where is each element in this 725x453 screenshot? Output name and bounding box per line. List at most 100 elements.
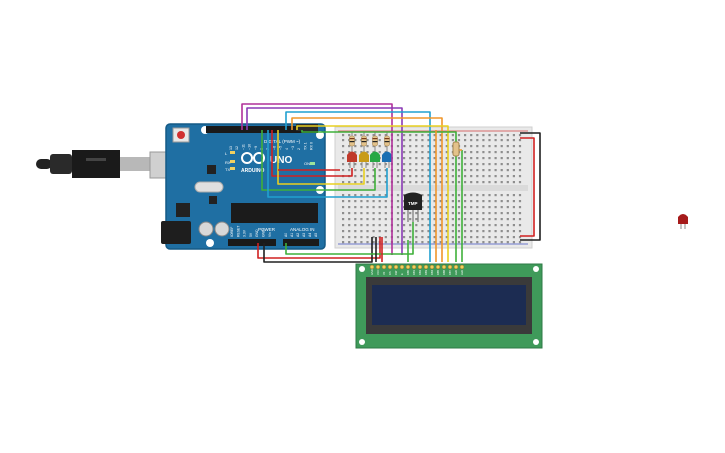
breadboard-hole bbox=[482, 200, 485, 203]
lcd-pin-label: GND bbox=[370, 269, 374, 275]
breadboard-hole bbox=[506, 200, 509, 203]
breadboard-hole bbox=[415, 139, 418, 142]
breadboard-hole bbox=[360, 241, 363, 244]
breadboard-hole bbox=[378, 200, 381, 203]
breadboard-hole bbox=[366, 181, 369, 184]
breadboard-hole bbox=[476, 224, 479, 227]
breadboard-hole bbox=[366, 218, 369, 221]
breadboard-hole bbox=[360, 194, 363, 197]
reset-button[interactable] bbox=[177, 131, 185, 139]
breadboard-hole bbox=[403, 236, 406, 239]
breadboard-hole bbox=[433, 230, 436, 233]
breadboard-hole bbox=[445, 194, 448, 197]
breadboard-hole bbox=[348, 181, 351, 184]
lcd-pin-label: DB7 bbox=[448, 269, 452, 275]
resistor-band bbox=[384, 141, 390, 143]
led[interactable] bbox=[347, 151, 357, 169]
breadboard-hole bbox=[500, 151, 503, 154]
wire-yellow-led bbox=[277, 130, 365, 185]
breadboard-hole bbox=[482, 134, 485, 137]
breadboard-hole bbox=[518, 139, 522, 142]
breadboard-hole bbox=[342, 157, 345, 160]
lcd-pin-label: DB5 bbox=[436, 269, 440, 275]
analog-header bbox=[283, 239, 319, 246]
breadboard-hole bbox=[396, 236, 400, 239]
breadboard-hole bbox=[488, 224, 491, 227]
breadboard-hole bbox=[476, 175, 479, 178]
breadboard-hole bbox=[378, 206, 381, 209]
wire-red-5v bbox=[257, 237, 381, 259]
breadboard-hole bbox=[348, 241, 351, 244]
breadboard[interactable] bbox=[334, 126, 533, 249]
stray-led[interactable] bbox=[678, 214, 688, 229]
breadboard-hole bbox=[409, 181, 412, 184]
lcd-pin-label: DB2 bbox=[418, 269, 422, 275]
led[interactable] bbox=[370, 151, 380, 169]
breadboard-hole bbox=[421, 206, 424, 209]
breadboard-hole bbox=[506, 194, 509, 197]
breadboard-hole bbox=[470, 175, 473, 178]
breadboard-hole bbox=[360, 175, 363, 178]
led[interactable] bbox=[382, 151, 392, 169]
breadboard-hole bbox=[342, 194, 345, 197]
breadboard-hole bbox=[439, 230, 442, 233]
breadboard-hole bbox=[342, 151, 345, 154]
breadboard-hole bbox=[372, 224, 375, 227]
breadboard-hole bbox=[494, 157, 497, 160]
breadboard-hole bbox=[482, 206, 485, 209]
breadboard-hole bbox=[500, 206, 503, 209]
resistor-band bbox=[372, 138, 378, 140]
digital-pin-label: TX 1 bbox=[303, 142, 307, 150]
breadboard-hole bbox=[366, 175, 369, 178]
breadboard-hole bbox=[500, 139, 503, 142]
breadboard-hole bbox=[421, 218, 424, 221]
breadboard-hole bbox=[494, 230, 497, 233]
breadboard-hole bbox=[476, 157, 479, 160]
breadboard-hole bbox=[421, 181, 424, 184]
breadboard-hole bbox=[396, 218, 400, 221]
breadboard-hole bbox=[506, 145, 509, 148]
breadboard-hole bbox=[445, 241, 448, 244]
breadboard-hole bbox=[512, 230, 515, 233]
breadboard-hole bbox=[372, 163, 375, 166]
breadboard-hole bbox=[518, 224, 522, 227]
breadboard-hole bbox=[360, 218, 363, 221]
breadboard-hole bbox=[457, 163, 461, 166]
breadboard-hole bbox=[415, 175, 418, 178]
breadboard-hole bbox=[433, 157, 436, 160]
breadboard-hole bbox=[464, 175, 467, 178]
arduino-board[interactable]: ARDUINO UNO DIGITAL (PWM ~) TX RX L ON P… bbox=[161, 123, 326, 250]
breadboard-hole bbox=[378, 194, 381, 197]
breadboard-hole bbox=[470, 236, 473, 239]
lcd-pin bbox=[399, 264, 405, 270]
breadboard-hole bbox=[518, 212, 522, 215]
lcd-pin bbox=[459, 264, 465, 270]
breadboard-hole bbox=[506, 134, 509, 137]
breadboard-hole bbox=[457, 218, 461, 221]
breadboard-hole bbox=[494, 151, 497, 154]
breadboard-hole bbox=[372, 236, 375, 239]
wires bbox=[241, 103, 541, 263]
breadboard-hole bbox=[451, 212, 454, 215]
breadboard-hole bbox=[360, 236, 363, 239]
temperature-sensor[interactable]: TMP bbox=[404, 192, 422, 223]
breadboard-hole bbox=[451, 194, 454, 197]
power-header bbox=[228, 239, 276, 246]
breadboard-hole bbox=[415, 134, 418, 137]
breadboard-hole bbox=[470, 200, 473, 203]
breadboard-hole bbox=[451, 169, 454, 172]
breadboard-hole bbox=[427, 236, 430, 239]
led[interactable] bbox=[359, 151, 369, 169]
wire-red-led bbox=[271, 130, 353, 177]
breadboard-hole bbox=[464, 157, 467, 160]
breadboard-hole bbox=[482, 145, 485, 148]
breadboard-hole bbox=[415, 241, 418, 244]
breadboard-hole bbox=[348, 163, 351, 166]
breadboard-hole bbox=[421, 139, 424, 142]
wire-cyan-led bbox=[267, 130, 388, 198]
breadboard-hole bbox=[366, 151, 369, 154]
wire-purple bbox=[246, 107, 403, 255]
breadboard-hole bbox=[354, 224, 357, 227]
